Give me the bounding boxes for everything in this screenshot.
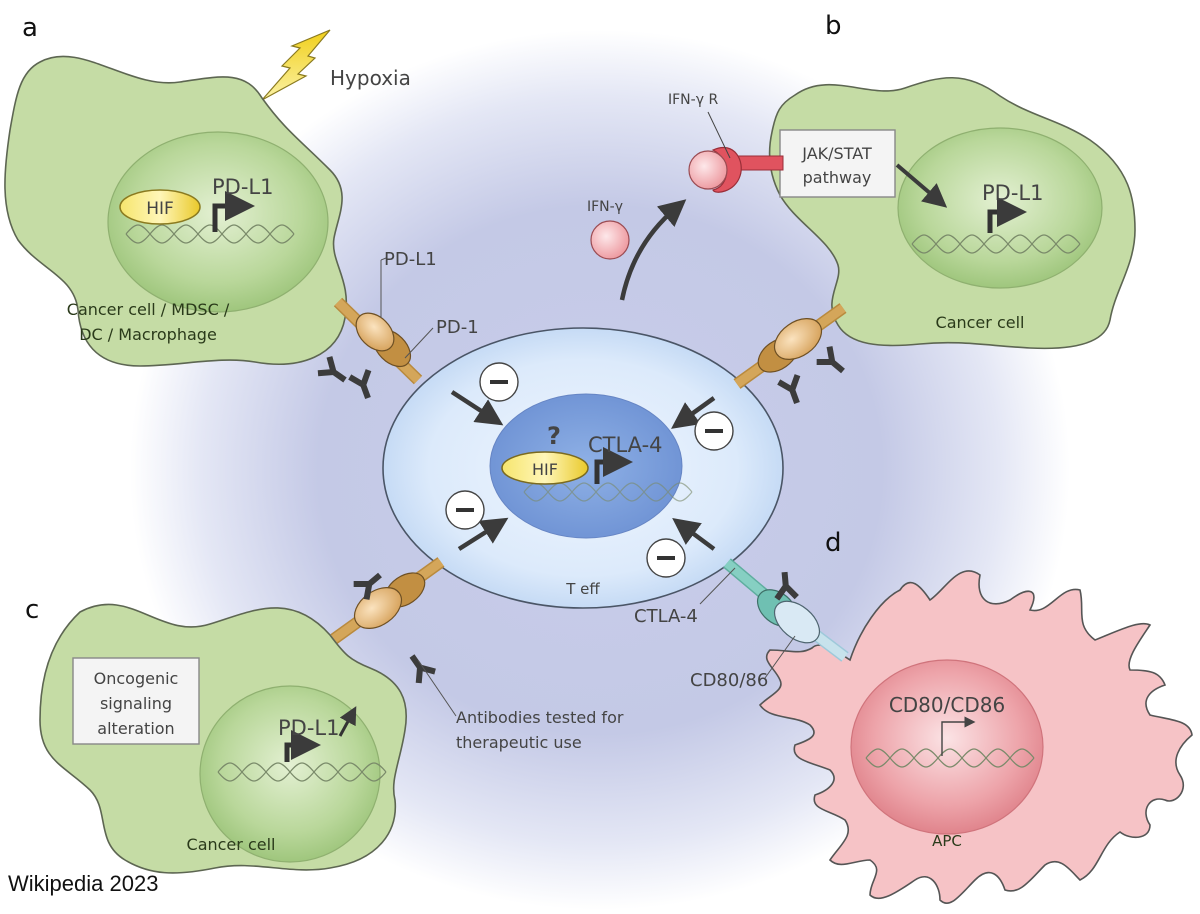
- transcription-arrow-b: [987, 197, 1027, 233]
- panel-b: b PD-L1 JAK/STAT pathway Cancer cell IFN…: [587, 11, 1136, 350]
- inhibit-symbol-2: [694, 411, 734, 451]
- upregulation-arrow-c: [338, 706, 357, 737]
- hypoxia-label: Hypoxia: [330, 66, 411, 90]
- transcription-arrow-a: [212, 191, 255, 232]
- jak-stat-box: [779, 129, 896, 198]
- gene-label-tcell: CTLA-4: [588, 433, 663, 457]
- inhibit-symbol-3: [445, 490, 485, 530]
- antibody-leader: [417, 659, 457, 717]
- cell-label-a-line2: DC / Macrophage: [79, 325, 217, 344]
- pd1-pdl1-complex-lower-left: [330, 557, 445, 644]
- oncogenic-box-line3: alteration: [97, 719, 174, 738]
- pd1-pdl1-complex-upper-right: [733, 303, 847, 389]
- panel-letter-b: b: [825, 11, 842, 41]
- inhibit-symbol-1: [479, 362, 519, 402]
- panel-letter-a: a: [22, 13, 38, 43]
- transcription-arrow-tcell: [594, 447, 633, 484]
- cell-label-d: APC: [932, 832, 962, 850]
- cd80-leader: [764, 635, 796, 679]
- pdl1-leader-hook: [380, 257, 387, 261]
- inhibit-arrow-bottom-right: [672, 517, 716, 551]
- jak-stat-line1: JAK/STAT: [801, 144, 872, 163]
- t-cell-label: T eff: [565, 580, 600, 598]
- t-effector-cell: ? HIF CTLA-4 T eff: [382, 327, 784, 609]
- ifn-receptor-stalk: [734, 155, 784, 171]
- antibody-callout-line2: therapeutic use: [456, 733, 582, 752]
- antibody-callout-line1: Antibodies tested for: [456, 708, 624, 727]
- oncogenic-box-line1: Oncogenic: [94, 669, 179, 688]
- nucleus-d: [850, 659, 1044, 835]
- ifn-gamma-free: [590, 220, 630, 260]
- oncogenic-signaling-box: [72, 657, 200, 745]
- nucleus-a: [107, 131, 329, 313]
- transcription-arrow-d: [941, 716, 976, 756]
- hif-protein-tcell: [501, 451, 589, 485]
- inhibit-symbol-4: [646, 538, 686, 578]
- ifn-receptor-label: IFN-γ R: [668, 92, 718, 108]
- gene-label-d: CD80/CD86: [889, 693, 1005, 717]
- inhibit-arrow-bottom-left: [457, 517, 509, 551]
- lightning-bolt-icon: [261, 29, 331, 101]
- inhibit-arrow-top-left: [450, 390, 504, 426]
- pd1-leader: [404, 327, 434, 359]
- panel-letter-d: d: [825, 528, 842, 558]
- transcription-arrow-c: [284, 730, 321, 762]
- credit-label: Wikipedia 2023: [8, 871, 158, 896]
- panel-c: c PD-L1 Oncogenic signaling alteration C…: [25, 595, 407, 874]
- oncogenic-box-line2: signaling: [100, 694, 172, 713]
- ctla4-leader: [699, 567, 736, 605]
- ifn-gamma-bound: [688, 150, 728, 190]
- panel-letter-c: c: [25, 595, 39, 625]
- cd80-callout-label: CD80/86: [690, 670, 768, 691]
- question-mark: ?: [547, 422, 561, 450]
- pd1-callout-label: PD-1: [436, 317, 479, 338]
- pdl1-callout-label: PD-L1: [384, 249, 437, 270]
- ctla4-cd80-complex: [723, 558, 849, 662]
- hif-label-a: HIF: [146, 199, 174, 219]
- ifn-gamma-label: IFN-γ: [587, 199, 623, 215]
- cell-label-c: Cancer cell: [187, 835, 276, 854]
- nucleus-c: [199, 685, 381, 863]
- nucleus-b: [897, 127, 1103, 289]
- jak-stat-line2: pathway: [803, 168, 872, 187]
- jak-stat-arrow: [895, 163, 948, 208]
- ifn-secretion-arrow: [619, 199, 687, 301]
- pd1-pdl1-complex-upper-left: [333, 297, 423, 385]
- cell-label-b: Cancer cell: [936, 313, 1025, 332]
- gene-label-a: PD-L1: [212, 175, 273, 199]
- gene-label-b: PD-L1: [982, 181, 1043, 205]
- ctla4-callout-label: CTLA-4: [634, 606, 698, 627]
- hif-label-tcell: HIF: [532, 460, 558, 479]
- hif-protein-a: [119, 189, 201, 225]
- ifn-receptor-leader: [707, 111, 731, 159]
- gene-label-c: PD-L1: [278, 716, 339, 740]
- inhibit-arrow-top-right: [671, 396, 716, 429]
- panel-a: a Hypoxia HIF PD-L1 Cancer cell / MDSC /…: [4, 13, 411, 367]
- panel-d: d CD80/CD86 APC CTLA-4 CD80/86: [634, 528, 1193, 904]
- cell-label-a-line1: Cancer cell / MDSC /: [67, 300, 230, 319]
